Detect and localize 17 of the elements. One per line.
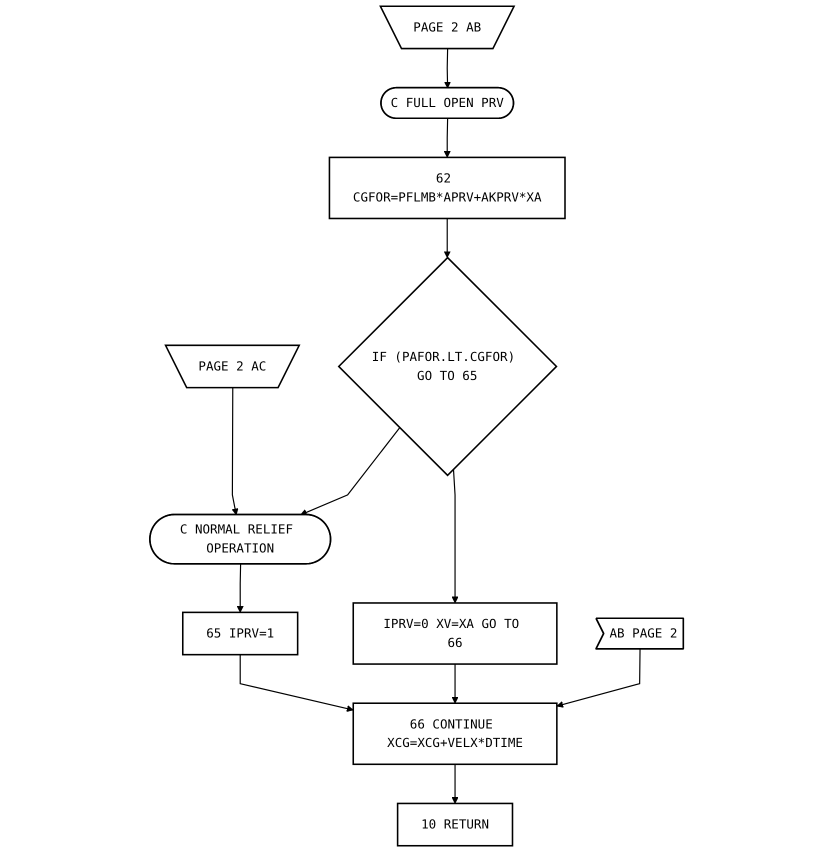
arrow (232, 388, 239, 516)
node-box: 10 RETURN (397, 802, 514, 847)
arrow (300, 427, 401, 516)
arrow (240, 654, 354, 712)
arrow (444, 118, 452, 158)
arrow (556, 649, 642, 708)
arrow (444, 218, 452, 258)
arrow (452, 664, 459, 704)
node-box: IPRV=0 XV=XA GO TO 66 (352, 602, 558, 665)
arrow (452, 764, 459, 804)
node-diamond: IF (PAFOR.LT.CGFOR) GO TO 65 (338, 256, 558, 476)
node-box: 65 IPRV=1 (182, 612, 299, 656)
arrow (237, 564, 244, 613)
arrow (452, 469, 459, 604)
arrow (444, 48, 452, 88)
node-box: 66 CONTINUE XCG=XCG+VELX*DTIME (352, 702, 558, 766)
node-box: 62 CGFOR=PFLMB*APRV+AKPRV*XA (329, 156, 566, 220)
